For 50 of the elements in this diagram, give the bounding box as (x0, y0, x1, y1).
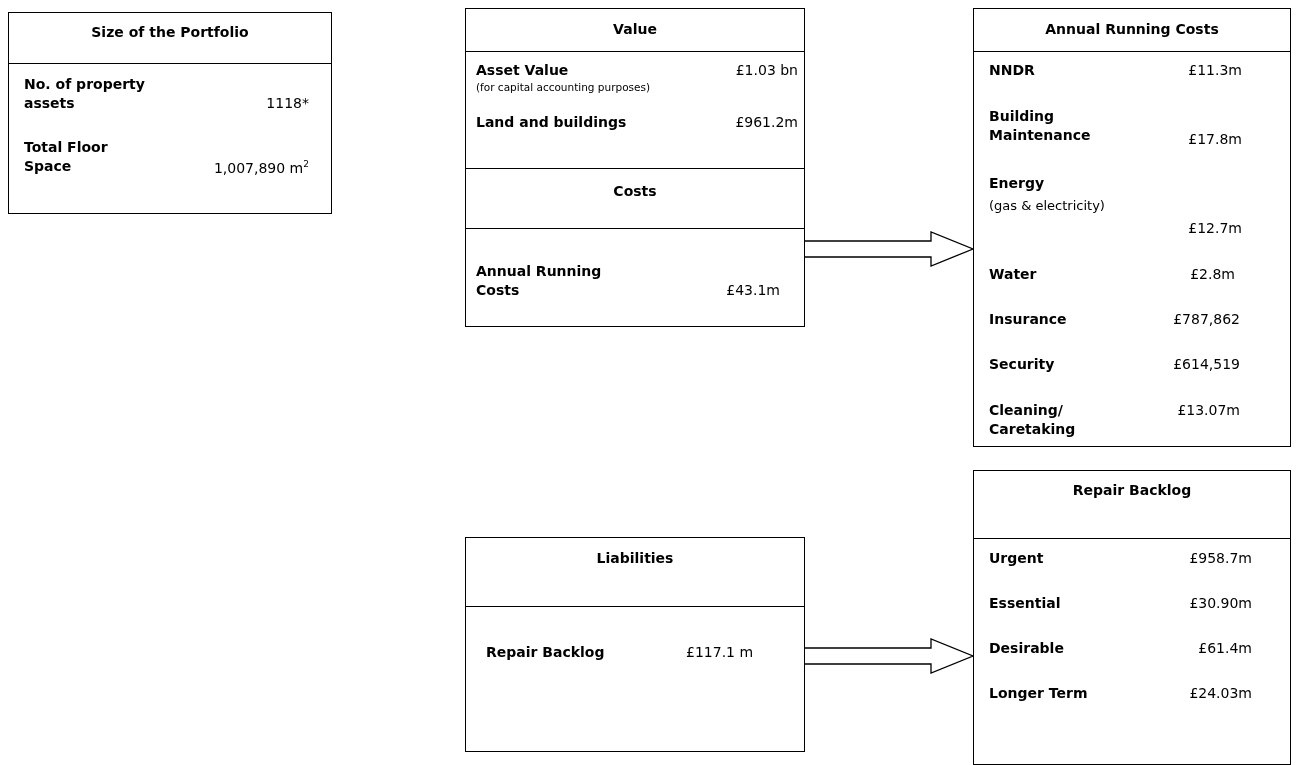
table-box (8, 12, 332, 214)
amount-value: £43.1m (726, 281, 780, 300)
amount-value: £12.7m (1188, 219, 1242, 238)
item-label: Longer Term (989, 684, 1089, 703)
item-label: Urgent (989, 549, 1045, 568)
item-label: Annual Running Costs (476, 262, 603, 300)
item-label: Desirable (989, 639, 1065, 658)
amount-value: £958.7m (1189, 549, 1252, 568)
block-arrow (804, 638, 975, 674)
item-label: Water (989, 265, 1038, 284)
item-label: Essential (989, 594, 1062, 613)
box-heading: Costs (613, 182, 657, 201)
amount-value: £2.8m (1190, 265, 1235, 284)
table-box (465, 537, 805, 752)
block-arrow (804, 231, 975, 267)
amount-value: £24.03m (1189, 684, 1252, 703)
amount-value: £1.03 bn (735, 61, 798, 80)
amount-value: £787,862 (1173, 310, 1240, 329)
table-box (973, 470, 1291, 765)
table-box (465, 8, 805, 169)
amount-value: £13.07m (1177, 401, 1240, 420)
item-label: Cleaning/ Caretaking (989, 401, 1077, 439)
item-label: No. of property assets (24, 75, 146, 113)
amount-value: £117.1 m (686, 643, 754, 662)
amount-value: £30.90m (1189, 594, 1252, 613)
item-label: Total Floor Space (24, 138, 109, 176)
note-text: (gas & electricity) (989, 197, 1105, 215)
amount-value: 1,007,890 m$^{2}$ (213, 159, 309, 178)
item-label: NNDR (989, 61, 1036, 80)
item-label: Insurance (989, 310, 1068, 329)
amount-value: £11.3m (1188, 61, 1242, 80)
amount-value: £61.4m (1198, 639, 1252, 658)
amount-value: £614,519 (1173, 355, 1240, 374)
table-box (465, 168, 805, 327)
box-heading: Value (613, 20, 657, 39)
item-label: Building Maintenance (989, 107, 1092, 145)
item-label: Security (989, 355, 1056, 374)
box-heading: Liabilities (596, 549, 674, 568)
item-label: Energy (989, 174, 1046, 193)
box-heading: Annual Running Costs (1045, 20, 1219, 39)
item-label: Asset Value (476, 61, 570, 80)
table-box (973, 8, 1291, 447)
box-heading: Repair Backlog (1072, 481, 1192, 500)
amount-value: £17.8m (1188, 130, 1242, 149)
box-heading: Size of the Portfolio (91, 23, 249, 42)
amount-value: £961.2m (735, 113, 798, 132)
amount-value: 1118* (266, 94, 309, 113)
item-label: Land and buildings (476, 113, 628, 132)
item-label: Repair Backlog (486, 643, 606, 662)
note-text: (for capital accounting purposes) (476, 80, 651, 94)
